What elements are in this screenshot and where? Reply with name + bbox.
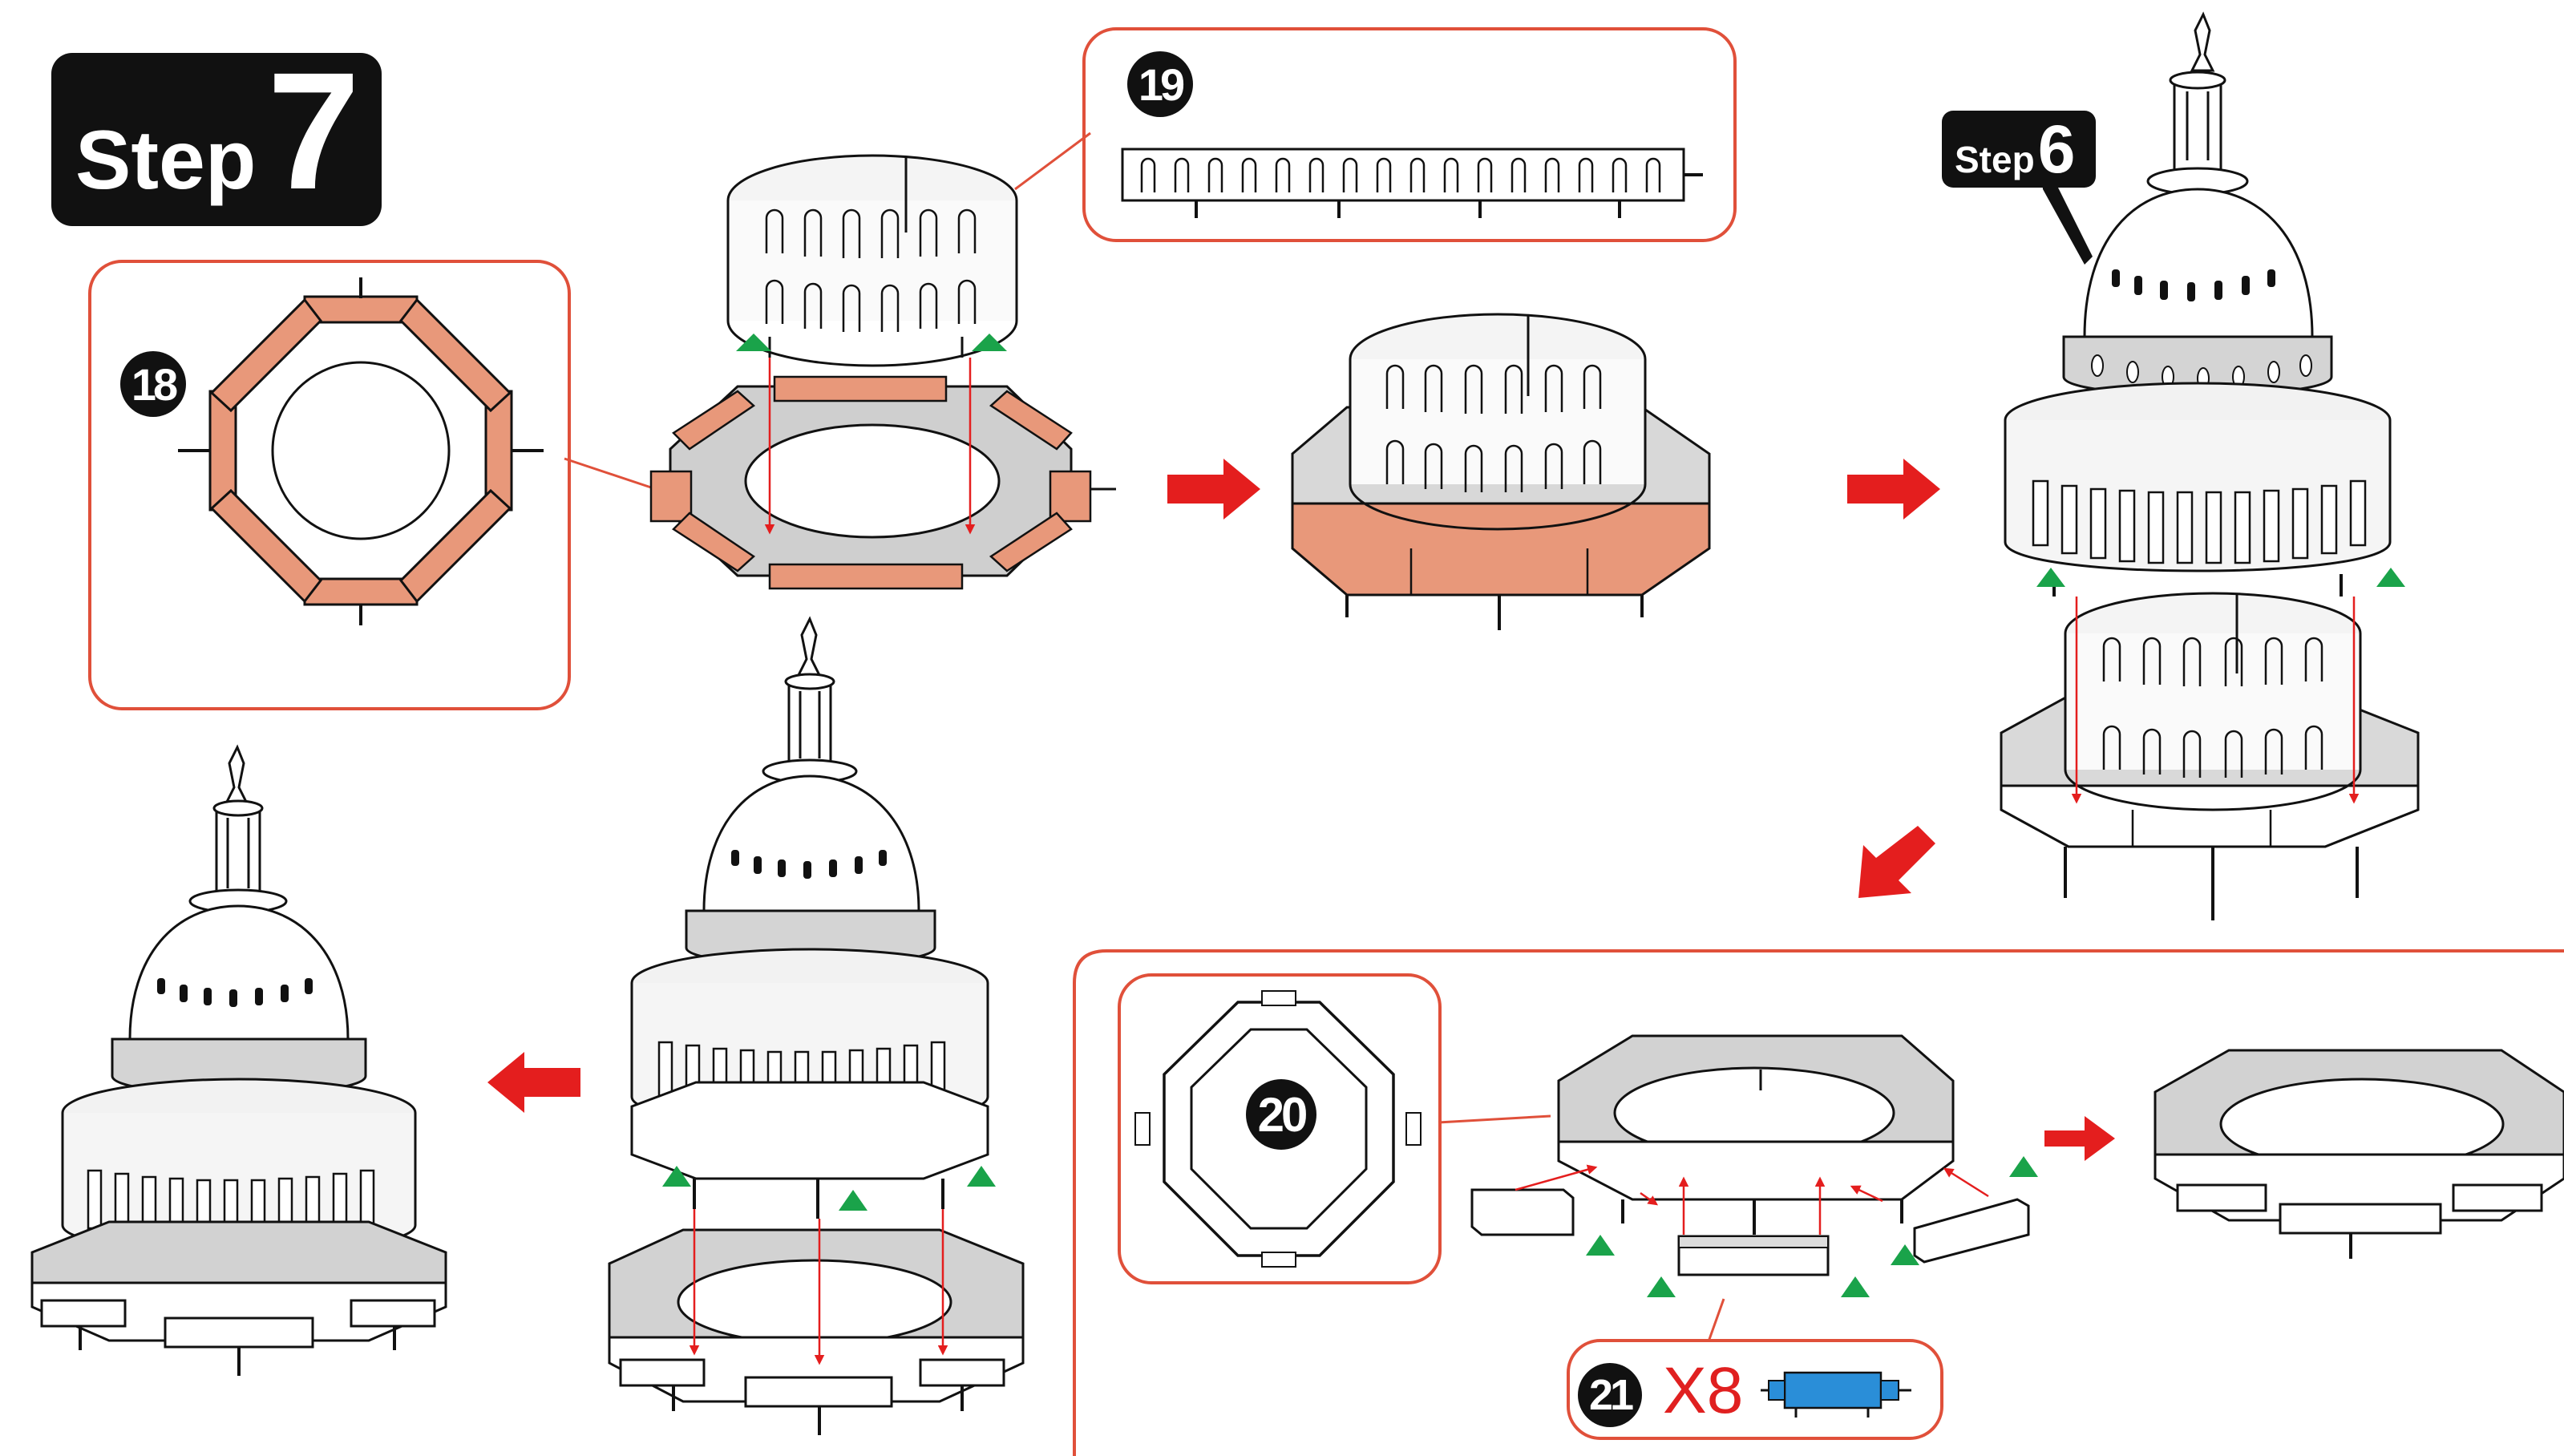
ring-on-plate-lower (2000, 592, 2420, 920)
base-ring-assembly (1470, 1034, 2038, 1345)
arrow-down-left-icon (1858, 826, 1935, 898)
guide-triangle (662, 1166, 691, 1187)
part-number-18: 18 (120, 351, 186, 417)
part-21-blue-piece (1761, 1371, 1911, 1418)
part-number-20: 20 (1246, 1079, 1316, 1150)
reference-step-badge: Step 6 (1942, 111, 2096, 188)
ring-19-floating (726, 154, 1018, 367)
part-18-panel (88, 260, 666, 710)
part-21-panel (1567, 1339, 1943, 1440)
arrow-right-icon (1167, 459, 1260, 520)
assembly-step-d (608, 616, 1025, 1435)
part-19-strip-piece (1121, 148, 1703, 218)
part-18-octagon-piece (178, 277, 544, 625)
part-21-quantity: X8 (1663, 1354, 1744, 1427)
guide-triangle (839, 1190, 867, 1211)
part-number-21: 21 (1578, 1363, 1642, 1427)
arrow-right-icon (1847, 459, 1940, 520)
finished-dome (30, 744, 447, 1376)
base-ring-result (2154, 1049, 2564, 1259)
assembly-step-c (2000, 11, 2420, 920)
step-title-number: 7 (267, 38, 361, 224)
step-title-badge: Step 7 (51, 48, 382, 226)
guide-triangle (2036, 568, 2065, 587)
part-21-block (1470, 1188, 2030, 1276)
arrow-left-icon (487, 1052, 580, 1113)
arrow-right-icon (2044, 1116, 2115, 1161)
guide-triangle (736, 334, 771, 351)
assembly-step-a (649, 154, 1116, 590)
base-panel (1073, 949, 2564, 1456)
octagon-plate-18 (649, 375, 1116, 590)
dome-upper (2004, 11, 2392, 597)
part-number-19: 19 (1127, 51, 1193, 117)
guide-triangle (972, 334, 1007, 351)
part-19-panel (1014, 27, 1737, 242)
assembly-step-b-result (1291, 313, 1711, 630)
part-20-panel (1118, 973, 1551, 1284)
guide-triangle (967, 1166, 996, 1187)
step-title-word: Step (75, 114, 257, 207)
reference-step-word: Step (1955, 139, 2035, 180)
guide-triangle (2376, 568, 2405, 587)
base-ring-lower (608, 1228, 1025, 1435)
reference-step-number: 6 (2037, 111, 2076, 187)
